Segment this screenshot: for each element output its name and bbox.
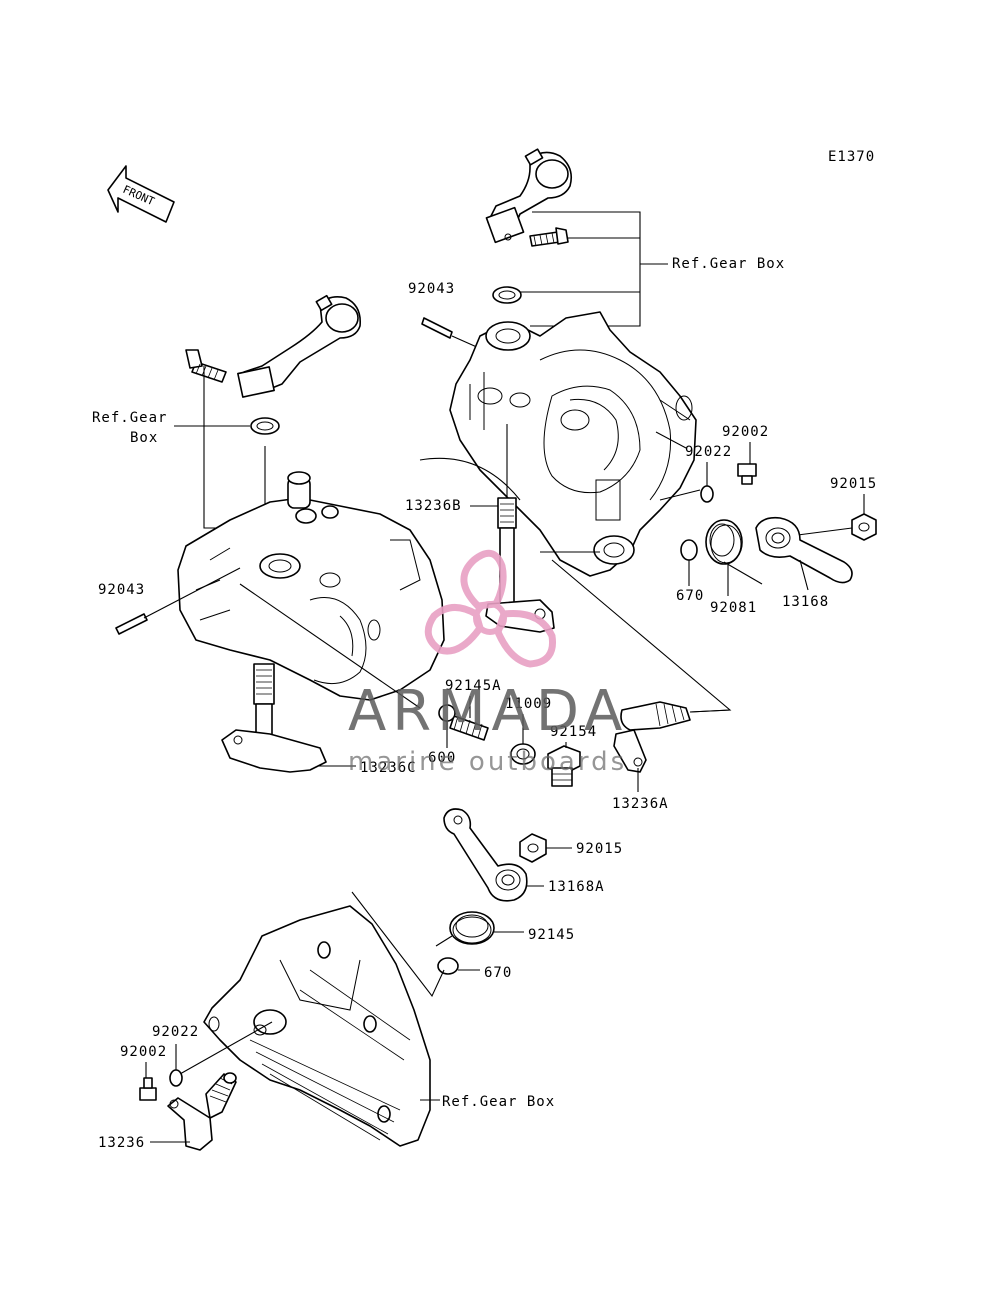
label-ref-gear-box-left-1: Ref.Gear	[92, 410, 167, 426]
label-ref-gear-box-left-2: Box	[130, 430, 158, 446]
spring-92145-icon	[435, 911, 495, 947]
label-670-right: 670	[676, 588, 704, 604]
watermark-title: ARMADA	[348, 679, 628, 744]
label-670-mid: 670	[484, 965, 512, 981]
label-92002-bottom: 92002	[120, 1044, 167, 1060]
label-92043-left: 92043	[98, 582, 145, 598]
lever-13168A-icon	[443, 808, 528, 902]
front-arrow-icon: FRONT	[107, 165, 175, 223]
label-92154: 92154	[550, 724, 597, 740]
nut-92015-mid-icon	[519, 833, 547, 863]
label-ref-gear-box-bottom: Ref.Gear Box	[442, 1094, 555, 1110]
plug-92154-icon	[547, 745, 581, 787]
bolt-top-right-icon	[529, 227, 569, 247]
label-92015-right: 92015	[830, 476, 877, 492]
lever-13168-icon	[755, 516, 853, 584]
gasket-11009-icon	[510, 743, 536, 765]
label-92022-bottom: 92022	[152, 1024, 199, 1040]
label-92002-right: 92002	[722, 424, 769, 440]
washer-92022-bottom-icon	[169, 1069, 183, 1087]
label-13236C: 13236C	[360, 760, 417, 776]
washer-92022-right-icon	[700, 485, 714, 503]
gear-case-right-icon	[449, 311, 697, 577]
gear-case-left-icon	[177, 471, 445, 701]
label-13236B: 13236B	[405, 498, 462, 514]
bolt-92002-bottom-icon	[139, 1077, 157, 1101]
label-92145: 92145	[528, 927, 575, 943]
nut-92015-right-icon	[851, 513, 877, 541]
label-13168: 13168	[782, 594, 829, 610]
label-11009: 11009	[505, 696, 552, 712]
armada-logo-icon	[424, 549, 557, 668]
spring-92081-icon	[705, 519, 763, 585]
label-13168A: 13168A	[548, 879, 605, 895]
shift-shaft-13236-icon	[167, 1072, 237, 1151]
label-92043-top: 92043	[408, 281, 455, 297]
shift-shaft-13236A-icon	[613, 701, 691, 773]
label-92015-mid: 92015	[576, 841, 623, 857]
spring-92145A-icon	[449, 715, 489, 741]
diagram-code: E1370	[828, 149, 875, 165]
label-92022-right: 92022	[685, 444, 732, 460]
circlip-670-right-icon	[680, 539, 698, 561]
shift-lever-top-icon	[485, 148, 573, 244]
gear-case-bottom-icon	[203, 905, 431, 1147]
oil-seal-top-right-icon	[492, 286, 522, 304]
watermark-subtitle: marine outboards	[348, 747, 627, 777]
label-ref-gear-box-top: Ref.Gear Box	[672, 256, 785, 272]
oil-seal-left-icon	[250, 417, 280, 435]
label-13236A: 13236A	[612, 796, 669, 812]
pin-92043-left-icon	[115, 613, 148, 635]
label-92145A: 92145A	[445, 678, 502, 694]
shift-lever-left-icon	[237, 294, 362, 398]
label-13236: 13236	[98, 1135, 145, 1151]
bolt-92002-right-icon	[737, 463, 757, 485]
bolt-left-icon	[185, 349, 227, 383]
circlip-670-mid-icon	[437, 957, 459, 975]
label-92081: 92081	[710, 600, 757, 616]
label-600: 600	[428, 750, 456, 766]
